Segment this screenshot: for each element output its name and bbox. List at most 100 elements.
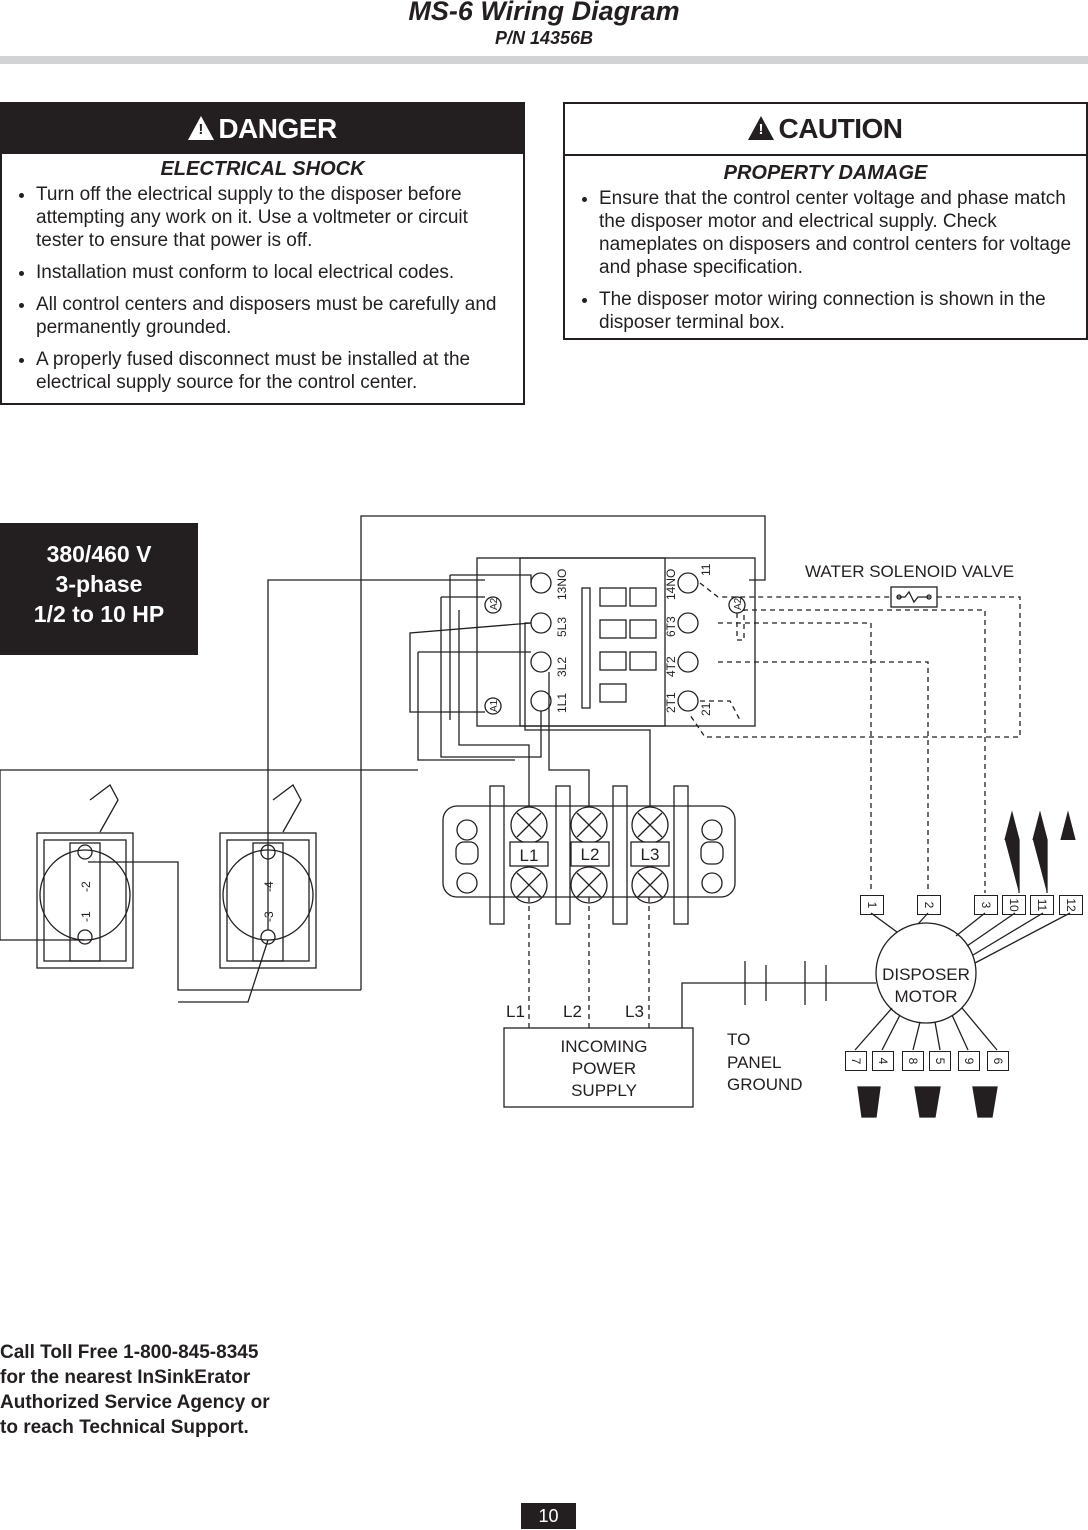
supply-label: INCOMING <box>561 1037 648 1056</box>
block-body <box>442 805 736 898</box>
spec-phase: 3-phase <box>55 571 143 597</box>
caution-header: ! CAUTION <box>565 104 1086 156</box>
footer-line: Call Toll Free 1-800-845-8345 <box>0 1342 259 1363</box>
screw-slot <box>516 812 542 838</box>
ground-label: TO <box>727 1030 750 1049</box>
terminal-1l1 <box>530 690 552 712</box>
switch-dial <box>39 849 131 941</box>
mount-slot <box>455 841 479 865</box>
wire <box>700 700 741 721</box>
supply-line-label: L3 <box>625 1002 644 1021</box>
coil-top-label: A2 <box>489 597 500 610</box>
terminal-6t3 <box>677 612 699 634</box>
screw-icon <box>570 866 608 904</box>
terminal-4t2 <box>677 651 699 673</box>
footer-line: to reach Technical Support. <box>0 1417 249 1438</box>
terminal-label: 13NO <box>555 569 569 600</box>
contactor-slot <box>599 651 627 671</box>
footer-line: for the nearest InSinkErator <box>0 1367 251 1388</box>
switch-contact <box>77 929 93 945</box>
contactor-slot <box>629 651 657 671</box>
caution-box: ! CAUTION PROPERTY DAMAGE Ensure that th… <box>563 102 1088 340</box>
terminal-block: L1 L2 L3 <box>442 785 736 925</box>
wire <box>689 596 1021 738</box>
terminal-5l3 <box>530 612 552 634</box>
coil-terminal-a1 <box>484 697 502 715</box>
terminal-tag <box>509 841 549 867</box>
wire <box>458 610 530 806</box>
aux-coil-label: A2 <box>733 597 744 610</box>
switch-label: -2 <box>79 881 93 892</box>
danger-label: DANGER <box>218 113 337 144</box>
switch-dial <box>222 849 314 941</box>
switch-contact <box>77 844 93 860</box>
danger-header: ! DANGER <box>2 104 523 154</box>
terminal-label: 3L2 <box>555 657 569 677</box>
contactor-core <box>519 557 666 727</box>
motor-circle <box>875 922 977 1024</box>
screw-slot <box>637 872 663 898</box>
wire <box>548 672 590 806</box>
caution-item: The disposer motor wiring connection is … <box>599 288 1078 334</box>
switch-plate <box>219 832 317 969</box>
lead-tag: 4 <box>872 1051 894 1071</box>
danger-item: Turn off the electrical supply to the di… <box>36 183 515 252</box>
terminal-label: 4T2 <box>664 656 678 677</box>
wire <box>409 622 532 713</box>
lead-tag: 3 <box>974 895 998 915</box>
screw-icon <box>510 866 548 904</box>
warning-icon: ! <box>748 116 775 140</box>
danger-list: Turn off the electrical supply to the di… <box>2 183 523 394</box>
switch-label: -3 <box>262 911 276 922</box>
aux-label-bottom: 21 <box>699 702 713 716</box>
ground-symbol <box>744 961 827 1005</box>
support-footer: Call Toll Free 1-800-845-8345 for the ne… <box>0 1340 270 1440</box>
terminal-label: 5L3 <box>555 617 569 637</box>
lead-tag: 11 <box>1030 895 1054 915</box>
motor-label: MOTOR <box>895 987 958 1006</box>
incoming-power-supply-box <box>503 1027 694 1108</box>
wire <box>178 939 269 1003</box>
terminal-label: 1L1 <box>555 693 569 713</box>
wire <box>417 652 515 761</box>
solenoid-label: WATER SOLENOID VALVE <box>805 562 1014 581</box>
page-title: MS-6 Wiring Diagram <box>408 0 680 26</box>
mount-hole <box>701 872 723 894</box>
lead-tag: 2 <box>917 895 941 915</box>
lead-tag: 8 <box>902 1051 924 1071</box>
contactor-bar <box>581 587 591 709</box>
switch-plate-inner <box>43 839 127 962</box>
switch-contact <box>260 929 276 945</box>
ground-wire <box>681 982 876 1028</box>
part-number: P/N 14356B <box>494 28 594 48</box>
wire <box>699 582 891 598</box>
contactor-slot <box>599 683 627 703</box>
lead-tag: 7 <box>845 1051 867 1071</box>
contactor-slot <box>599 587 627 607</box>
terminal-14no <box>677 572 699 594</box>
wire <box>0 770 85 941</box>
terminal-2t1 <box>677 690 699 712</box>
motor-label: DISPOSER <box>882 965 970 984</box>
wire <box>736 609 986 893</box>
terminal-3l2 <box>530 651 552 673</box>
block-label: L1 <box>520 846 539 865</box>
terminal-label: 6T3 <box>664 616 678 637</box>
wire <box>718 661 929 893</box>
wire <box>524 622 651 806</box>
selector-switch-1: -2 -1 <box>36 784 134 969</box>
lead-wires <box>854 1007 998 1051</box>
wire <box>267 579 485 930</box>
contactor-slot <box>629 587 657 607</box>
wire <box>718 622 872 893</box>
disposer-motor: DISPOSER MOTOR <box>854 810 1076 1118</box>
screw-slot <box>637 812 663 838</box>
danger-box: ! DANGER ELECTRICAL SHOCK Turn off the e… <box>0 102 525 405</box>
wire <box>440 597 542 758</box>
spec-hp: 1/2 to 10 HP <box>33 601 165 627</box>
supply-label: POWER <box>572 1059 636 1078</box>
footer-line: Authorized Service Agency or <box>0 1392 270 1413</box>
spec-badge: 380/460 V 3-phase 1/2 to 10 HP <box>0 523 198 655</box>
danger-item: Installation must conform to local elect… <box>36 261 515 284</box>
